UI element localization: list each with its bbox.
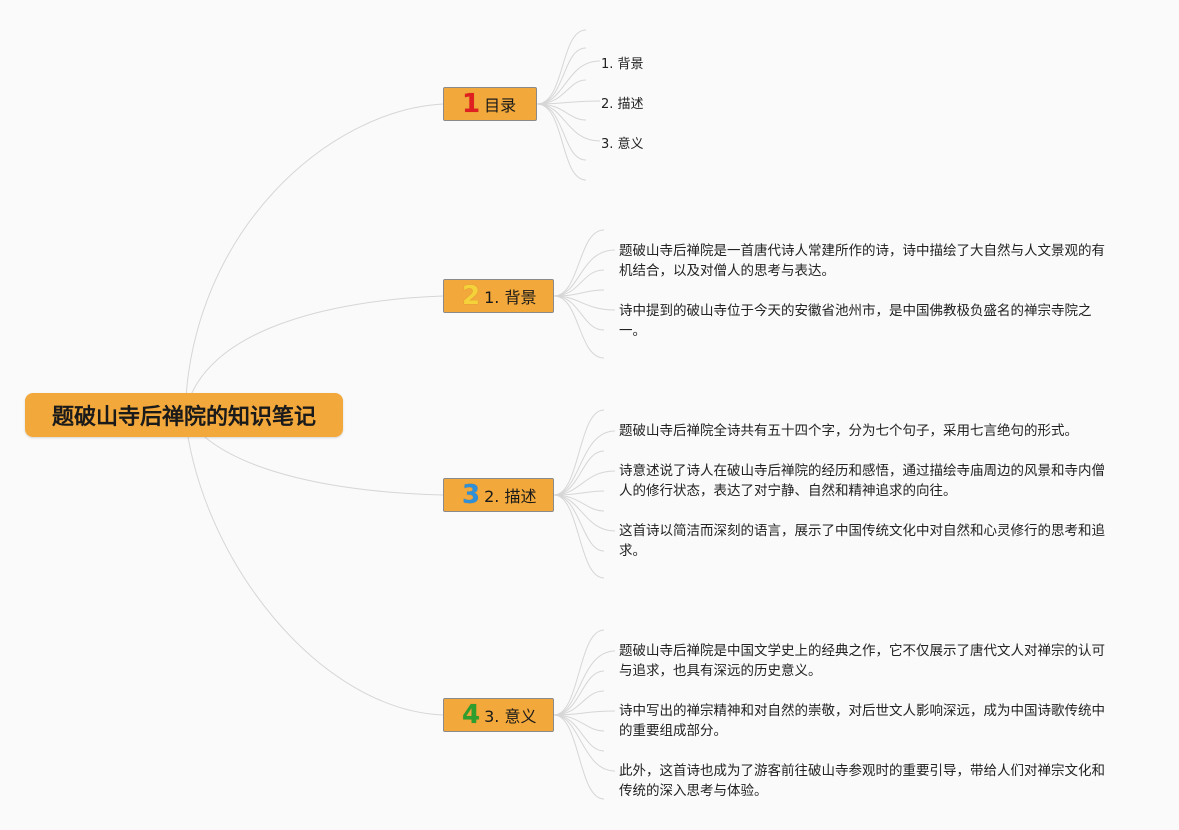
topic-label: 2. 描述: [484, 487, 537, 506]
topic-label: 1. 背景: [484, 288, 537, 307]
toc-item-description[interactable]: 2. 描述: [601, 97, 644, 112]
note-text: 诗中提到的破山寺位于今天的安徽省池州市，是中国佛教极负盛名的禅宗寺院之一。: [619, 303, 1092, 339]
note-text: 诗意述说了诗人在破山寺后禅院的经历和感悟，通过描绘寺庙周边的风景和寺内僧人的修行…: [619, 463, 1105, 499]
number-2-icon: 2: [462, 281, 481, 311]
topic-label: 3. 意义: [484, 707, 537, 726]
toc-item-significance[interactable]: 3. 意义: [601, 137, 644, 152]
number-3-icon: 3: [462, 480, 481, 510]
topic-label: 目录: [484, 96, 517, 115]
note-text: 诗中写出的禅宗精神和对自然的崇敬，对后世文人影响深远，成为中国诗歌传统中的重要组…: [619, 703, 1105, 739]
note-text: 这首诗以简洁而深刻的语言，展示了中国传统文化中对自然和心灵修行的思考和追求。: [619, 523, 1105, 559]
root-topic[interactable]: 题破山寺后禅院的知识笔记: [25, 393, 343, 437]
number-1-icon: 1: [462, 89, 481, 119]
topic-description[interactable]: 3 2. 描述: [443, 478, 554, 512]
root-title: 题破山寺后禅院的知识笔记: [51, 405, 316, 430]
note-text: 题破山寺后禅院是中国文学史上的经典之作，它不仅展示了唐代文人对禅宗的认可与追求，…: [619, 643, 1105, 679]
number-4-icon: 4: [462, 700, 481, 730]
topic-background[interactable]: 2 1. 背景: [443, 279, 554, 313]
note-text: 题破山寺后禅院全诗共有五十四个字，分为七个句子，采用七言绝句的形式。: [619, 423, 1078, 439]
topic-toc[interactable]: 1 目录: [443, 87, 537, 121]
topic-significance[interactable]: 4 3. 意义: [443, 698, 554, 732]
toc-item-background[interactable]: 1. 背景: [601, 57, 644, 72]
note-text: 此外，这首诗也成为了游客前往破山寺参观时的重要引导，带给人们对禅宗文化和传统的深…: [619, 763, 1105, 799]
note-text: 题破山寺后禅院是一首唐代诗人常建所作的诗，诗中描绘了大自然与人文景观的有机结合，…: [619, 243, 1105, 279]
